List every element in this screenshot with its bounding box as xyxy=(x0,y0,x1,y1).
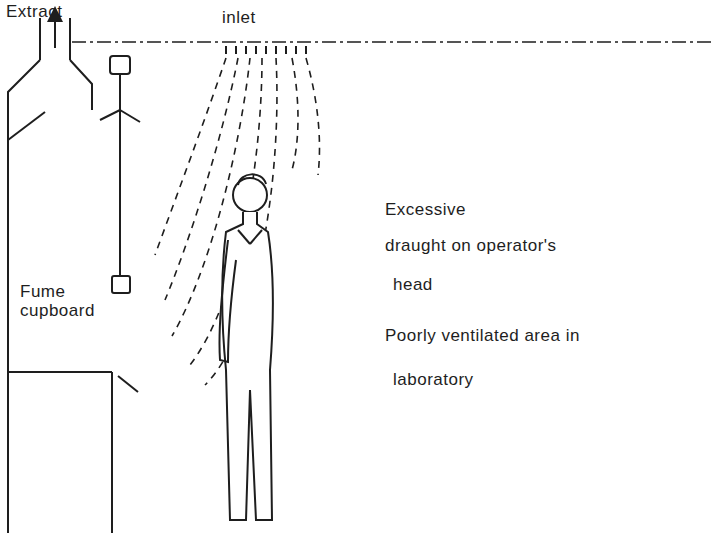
cupboard-outline xyxy=(8,14,140,533)
note-label: Excessive xyxy=(385,200,466,219)
operator-figure xyxy=(219,174,272,520)
note-label: draught on operator's xyxy=(385,236,557,255)
inlet-grille xyxy=(226,46,306,54)
ceiling-line xyxy=(72,41,711,43)
note-label: head xyxy=(393,275,433,294)
part-label: Fume cupboard xyxy=(20,282,108,320)
flow-label: Extract xyxy=(6,2,62,21)
flow-label: inlet xyxy=(222,8,256,27)
note-label: Poorly ventilated area in xyxy=(385,326,580,345)
note-label: laboratory xyxy=(393,370,474,389)
